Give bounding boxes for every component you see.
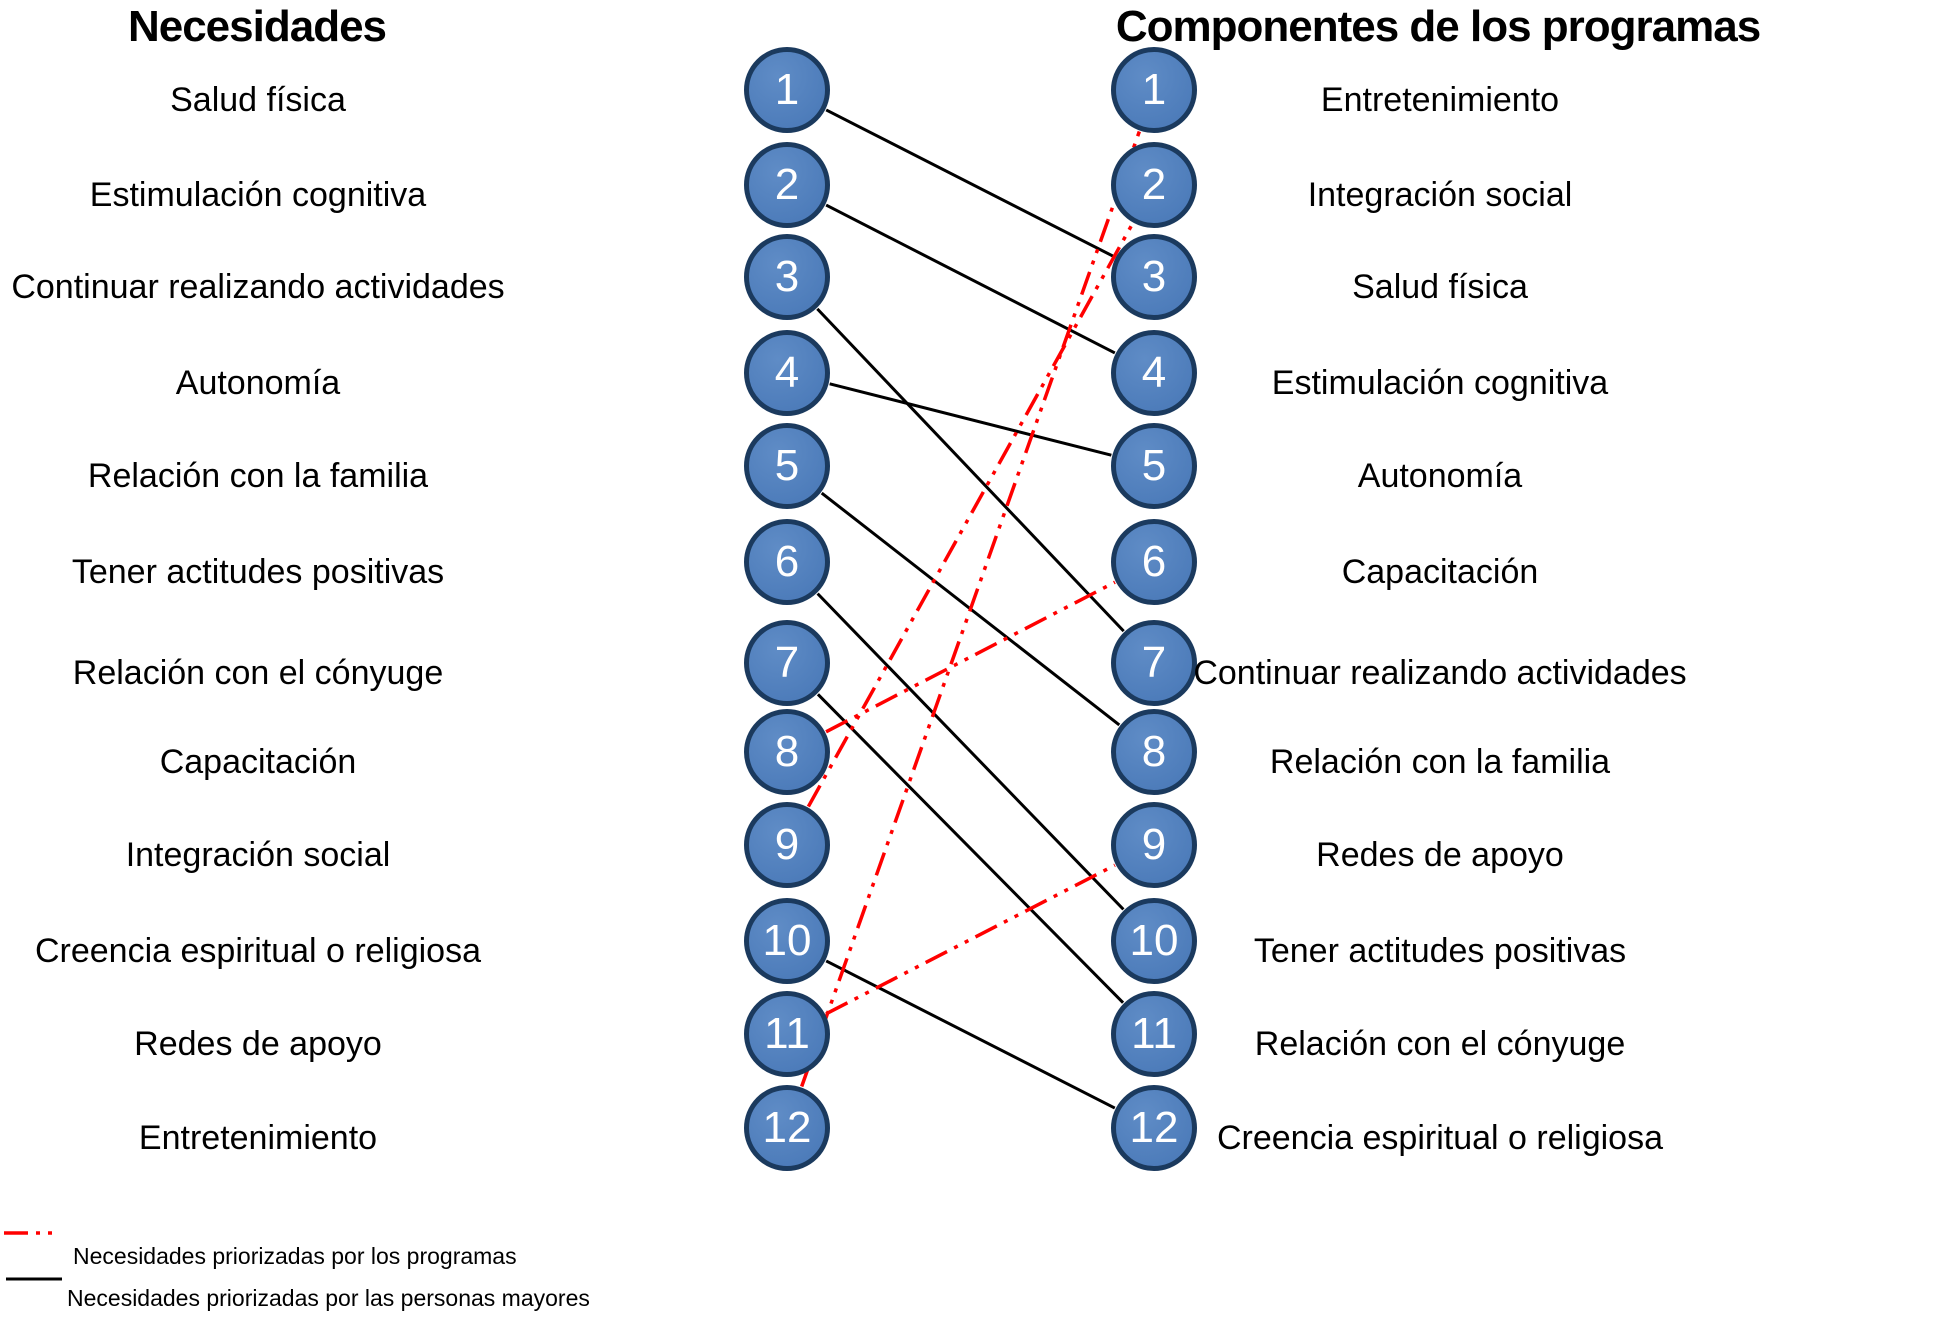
component-label-11: Relación con el cónyuge [1254,1025,1626,1063]
need-node-2: 2 [744,142,830,228]
connection-line-2-4 [825,203,1116,355]
connection-line-1-3 [825,108,1116,259]
need-label-5: Relación con la familia [87,457,429,495]
connection-line-6-10 [816,592,1125,911]
connection-line-12-1 [800,130,1141,1088]
need-node-10: 10 [744,898,830,984]
left-column-title: Necesidades [127,2,387,51]
connection-line-7-11 [816,693,1125,1004]
component-label-3: Salud física [1352,268,1528,306]
need-node-5: 5 [744,423,830,509]
need-node-6: 6 [744,519,830,605]
component-node-12: 12 [1111,1085,1197,1171]
legend-program-label: Necesidades priorizadas por los programa… [73,1243,517,1269]
component-node-11: 11 [1111,991,1197,1077]
need-node-8: 8 [744,709,830,795]
component-label-2: Integración social [1307,176,1573,214]
component-label-9: Redes de apoyo [1316,836,1564,874]
component-label-12: Creencia espiritual o religiosa [1216,1119,1664,1157]
need-label-12: Entretenimiento [138,1119,378,1157]
component-node-7: 7 [1111,620,1197,706]
need-node-7: 7 [744,620,830,706]
component-node-8: 8 [1111,709,1197,795]
need-label-7: Relación con el cónyuge [72,654,444,692]
component-node-9: 9 [1111,802,1197,888]
need-node-1: 1 [744,47,830,133]
need-node-9: 9 [744,802,830,888]
need-label-6: Tener actitudes positivas [71,553,445,591]
component-label-5: Autonomía [1357,457,1523,495]
component-node-2: 2 [1111,142,1197,228]
right-column-title: Componentes de los programas [1115,2,1761,51]
component-node-3: 3 [1111,234,1197,320]
component-node-10: 10 [1111,898,1197,984]
component-node-5: 5 [1111,423,1197,509]
component-label-8: Relación con la familia [1269,743,1611,781]
need-node-11: 11 [744,991,830,1077]
legend-elderly-label: Necesidades priorizadas por las personas… [67,1285,590,1311]
connection-line-9-2 [806,222,1135,808]
need-label-11: Redes de apoyo [134,1025,382,1063]
need-label-1: Salud física [170,81,346,119]
component-label-10: Tener actitudes positivas [1253,932,1627,970]
connection-line-3-7 [816,307,1125,633]
need-label-9: Integración social [125,836,391,874]
connection-line-8-6 [825,580,1116,734]
connection-line-10-12 [825,959,1116,1110]
component-label-7: Continuar realizando actividades [1193,654,1687,692]
need-label-3: Continuar realizando actividades [11,268,505,306]
need-label-10: Creencia espiritual o religiosa [34,932,482,970]
need-node-4: 4 [744,330,830,416]
need-node-12: 12 [744,1085,830,1171]
component-label-6: Capacitación [1341,553,1539,591]
need-label-4: Autonomía [175,364,341,402]
component-node-6: 6 [1111,519,1197,605]
connection-line-4-5 [829,382,1112,457]
connection-line-11-9 [825,863,1116,1016]
need-label-8: Capacitación [159,743,357,781]
component-label-4: Estimulación cognitiva [1271,364,1609,402]
need-node-3: 3 [744,234,830,320]
component-node-1: 1 [1111,47,1197,133]
need-label-2: Estimulación cognitiva [89,176,427,214]
component-node-4: 4 [1111,330,1197,416]
component-label-1: Entretenimiento [1320,81,1560,119]
